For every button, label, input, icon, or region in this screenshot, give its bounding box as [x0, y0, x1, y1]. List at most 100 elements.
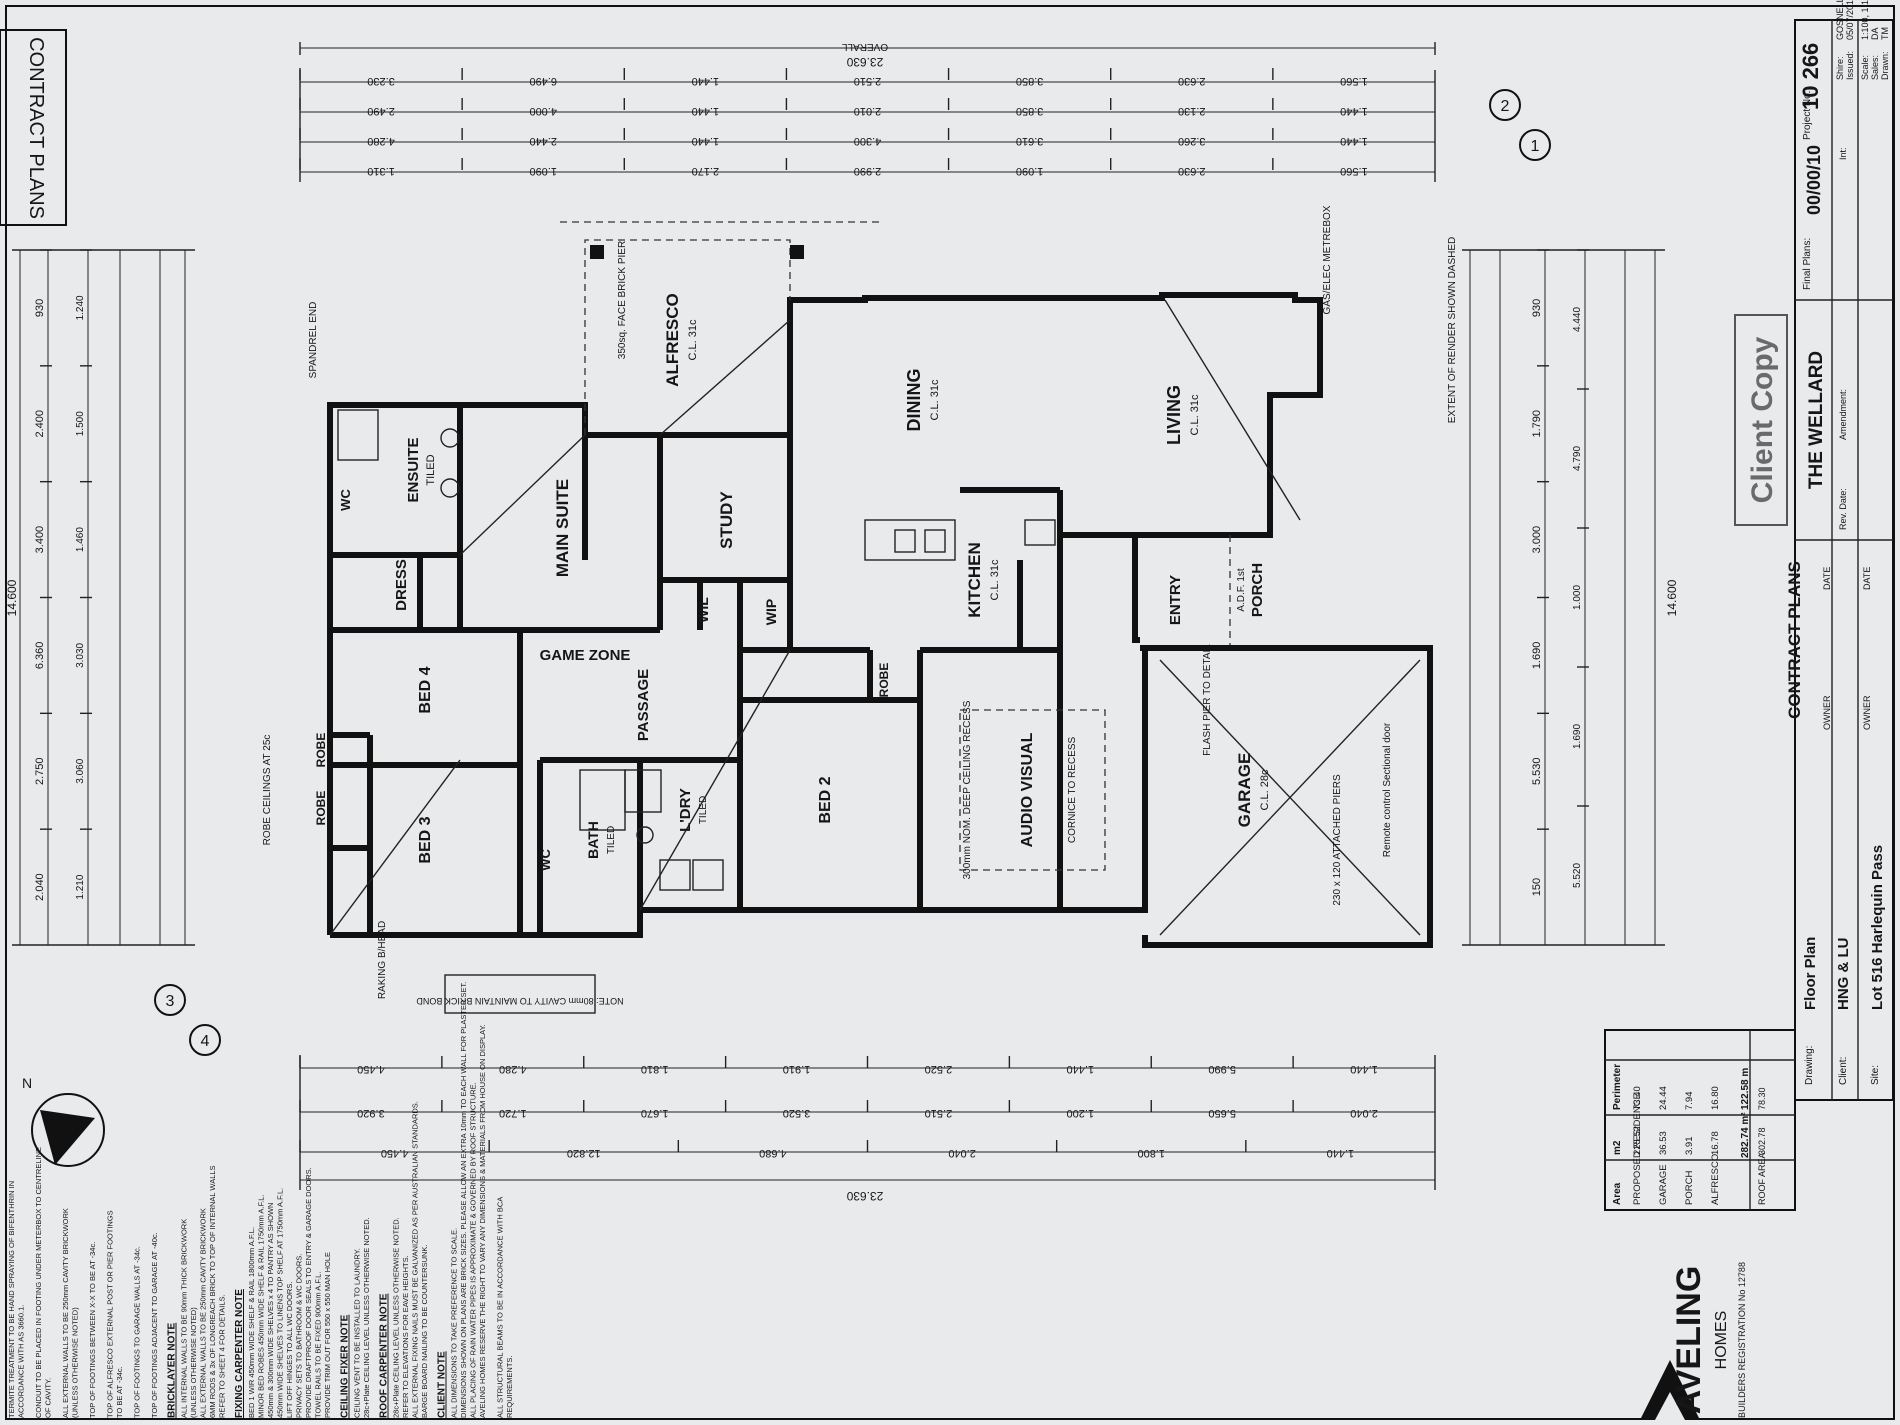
floor-plan: MAIN SUITE ENSUITE TILED DRESS WC STUDY … — [262, 205, 1458, 999]
dimension-label: 2.490 — [367, 105, 395, 117]
dimension-label: 1.090 — [1016, 165, 1044, 177]
dimension-label: 3.920 — [357, 1107, 385, 1119]
note-line: TOP OF FOOTINGS ADJACENT TO GARAGE AT -4… — [150, 1232, 159, 1418]
note-line: ALL EXTERNAL FIXING NAILS MUST BE GALVAN… — [411, 1101, 420, 1418]
issued: 05/07/2010 — [1845, 0, 1855, 40]
note-line: ALL STRUCTURAL BEAMS TO BE IN ACCORDANCE… — [496, 1197, 505, 1418]
dimension-label: 1.440 — [692, 135, 720, 147]
date-label-2: DATE — [1862, 567, 1872, 590]
shire-label: Shire: — [1835, 56, 1845, 80]
drawn: TM — [1880, 27, 1890, 40]
shire: GOSNELLS — [1835, 0, 1845, 40]
dimension-label: 2.630 — [1178, 165, 1206, 177]
dimension-label: 1.440 — [692, 75, 720, 87]
roof-perimeter: 78.30 — [1757, 1087, 1767, 1110]
dimension-label: 1.200 — [1067, 1107, 1095, 1119]
date-label-1: DATE — [1822, 567, 1832, 590]
outer-wall-garage — [1140, 645, 1433, 948]
note-line: REQUIREMENTS. — [505, 1355, 514, 1418]
final-plans-label: Final Plans: — [1802, 238, 1813, 290]
note-line: 28c+Plate CEILING LEVEL UNLESS OTHERWISE… — [392, 1217, 401, 1418]
dimension-label: 4.280 — [367, 135, 395, 147]
room-study: STUDY — [717, 491, 736, 549]
room-bath-tiled: TILED — [606, 826, 617, 854]
dimension-label: 1.310 — [367, 165, 395, 177]
note-heading: CEILING FIXER NOTE — [340, 1314, 351, 1418]
note-line: PROVIDE TRIM OUT FOR 550 x 550 MAN HOLE — [323, 1252, 332, 1418]
dimension-label: 4.450 — [357, 1063, 385, 1075]
room-bed3: BED 3 — [417, 816, 434, 863]
client: HNG & LU — [1835, 938, 1852, 1011]
overall-top-dim: 23.630 — [846, 55, 883, 69]
alfresco-outline — [584, 239, 791, 435]
room-wc-lower: WC — [538, 849, 553, 871]
client-label: Client: — [1838, 1057, 1849, 1085]
note-line: 450mm WIDE SHELVES TO LINENS TOP SHELF A… — [276, 1188, 285, 1418]
dimension-label: 1.560 — [1340, 165, 1368, 177]
dimension-label: 1.440 — [1340, 105, 1368, 117]
room-bath: BATH — [585, 821, 601, 859]
room-passage: PASSAGE — [635, 669, 652, 741]
room-bed2: BED 2 — [817, 776, 834, 823]
dimension-label: 1.440 — [1340, 135, 1368, 147]
title-block: Project No: 10 266 Final Plans: 00/00/10… — [1785, 0, 1894, 1101]
dimension-label: 4.280 — [499, 1063, 527, 1075]
dimension-label: 4.680 — [759, 1147, 787, 1159]
dimension-label: 1.810 — [641, 1063, 669, 1075]
section-mark-4: 4 — [201, 1033, 210, 1050]
dimension-label: 4.000 — [529, 105, 557, 117]
client-copy-stamp: Client Copy — [1734, 314, 1788, 526]
kitchen-fittings — [864, 519, 1056, 561]
area-header: Area — [1612, 1182, 1623, 1205]
scale: 1:100, 1:1:11 — [1860, 0, 1870, 40]
total-perimeter: 122.58 m — [1740, 1068, 1751, 1110]
drawn-label: Drawn: — [1880, 51, 1890, 80]
sales-label: Sales: — [1870, 55, 1880, 80]
dimension-label: 4.450 — [381, 1147, 409, 1159]
note-line: CONDUIT TO BE PLACED IN FOOTING UNDER ME… — [34, 1147, 43, 1418]
note-line: ALL EXTERNAL WALLS TO BE 250mm CAVITY BR… — [61, 1208, 70, 1418]
note-sectional-door: Remote control Sectional door — [1382, 722, 1393, 857]
owner-label-1: OWNER — [1822, 695, 1832, 730]
dimension-label: 2.750 — [34, 757, 46, 785]
perimeter-header: Perimeter — [1612, 1064, 1623, 1110]
note-cornice-recess: CORNICE TO RECESS — [1067, 737, 1078, 844]
dimension-label: 1.440 — [1067, 1063, 1095, 1075]
dimension-label: 930 — [34, 299, 46, 317]
room-ensuite-tiled: TILED — [425, 454, 437, 485]
room-robe-a: ROBE — [314, 733, 328, 768]
dimension-label: 1.720 — [499, 1107, 527, 1119]
dimension-label: 2.130 — [1178, 105, 1206, 117]
design-name: THE WELLARD — [1806, 351, 1827, 489]
room-alfresco-sub: C.L. 31c — [687, 319, 699, 360]
room-robe-b: ROBE — [314, 791, 328, 826]
dimension-label: 2.520 — [925, 1063, 953, 1075]
site-label: Site: — [1870, 1065, 1881, 1085]
note-line: 28c+Plate CEILING LEVEL UNLESS OTHERWISE… — [362, 1217, 371, 1418]
dimension-label: 2.510 — [854, 75, 882, 87]
dimension-label: 1.690 — [1531, 642, 1543, 670]
note-spandrel-end: SPANDREL END — [308, 302, 319, 379]
note-line: TOWEL RAILS TO BE FIXED 900mm A.F.L. — [314, 1272, 323, 1418]
dimension-label: 3.000 — [1531, 526, 1543, 554]
dimension-label: 12.820 — [567, 1147, 601, 1159]
note-line: REFER TO ELEVATIONS FOR EAVE HEIGHTS. — [401, 1255, 410, 1418]
note-line: OF CAVITY. — [44, 1378, 53, 1418]
room-kitchen: KITCHEN — [965, 542, 984, 618]
dimension-label: 1.440 — [1350, 1063, 1378, 1075]
note-line: ALL DIMENSIONS TO TAKE PREFERENCE TO SCA… — [450, 1228, 459, 1418]
alfresco-pier-left — [590, 245, 604, 259]
dimension-label: 930 — [1531, 299, 1543, 317]
note-brick-pier: 350sq. FACE BRICK PIER — [617, 241, 628, 359]
section-mark-2: 2 — [1501, 98, 1510, 115]
dimension-label: 1.440 — [1327, 1147, 1355, 1159]
cavity-note: NOTE: 80mm CAVITY TO MAINTAIN BRICK BOND — [416, 996, 624, 1006]
notes-column: TERMITE TREATMENT TO BE HAND SPRAYING OF… — [7, 982, 514, 1418]
area-table-cell: 16.80 — [1710, 1086, 1721, 1110]
dimension-label: 2.040 — [1350, 1107, 1378, 1119]
